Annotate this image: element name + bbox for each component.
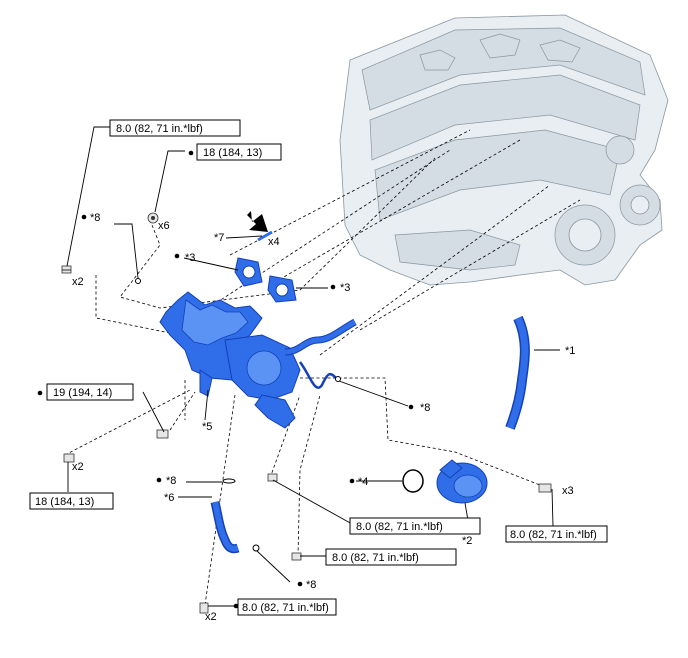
o-ring-4 <box>402 469 424 493</box>
quantity-x2-bottom: x2 <box>205 611 217 623</box>
water-pipe-1 <box>505 315 530 430</box>
engine-block <box>339 14 669 286</box>
bolt-icon-center-a <box>267 473 278 482</box>
quantity-x2-top: x2 <box>72 276 84 288</box>
gasket-7 <box>257 230 273 242</box>
callout-8-mid: *8 <box>420 402 430 414</box>
assembly-guide-lines <box>64 129 581 606</box>
pipe-6 <box>210 500 240 554</box>
callout-7: *7 <box>214 232 224 244</box>
leader-lines <box>66 126 560 607</box>
bolt-icon-bottom <box>199 602 209 614</box>
torque-label-top-mid: 18 (184, 13) <box>203 147 262 159</box>
callout-1: *1 <box>565 345 575 357</box>
bolt-icon-18-left <box>63 453 75 463</box>
quantity-x3: x3 <box>562 485 574 497</box>
o-ring-8-bottom <box>252 544 260 552</box>
bolt-icon-x3 <box>538 483 552 493</box>
quantity-x6: x6 <box>158 220 170 232</box>
quantity-x2-left: x2 <box>72 461 84 473</box>
torque-label-bottom: 8.0 (82, 71 in.*lbf) <box>242 602 329 614</box>
bolt-icon-center-b <box>291 552 302 561</box>
callout-8-low: *8 <box>166 475 176 487</box>
bolt-icon-19 <box>156 429 169 439</box>
callout-8-bottom: *8 <box>306 579 316 591</box>
bolt-icon-top-left <box>61 265 72 274</box>
arrow-icon <box>247 211 268 232</box>
o-ring-8-low <box>222 478 236 484</box>
callout-3a: *3 <box>185 252 195 264</box>
callout-8-top: *8 <box>90 212 100 224</box>
torque-label-19: 19 (194, 14) <box>53 387 112 399</box>
water-pump-2 <box>436 459 488 504</box>
turbocharger <box>199 334 301 429</box>
quantity-x4: x4 <box>268 236 280 248</box>
callout-2: *2 <box>462 535 472 547</box>
torque-label-right: 8.0 (82, 71 in.*lbf) <box>510 529 597 541</box>
o-ring-8-mid <box>335 376 341 382</box>
torque-label-center-a: 8.0 (82, 71 in.*lbf) <box>356 521 443 533</box>
gaskets-3 <box>234 257 297 303</box>
nut-icon-x6 <box>147 212 159 224</box>
callout-6: *6 <box>164 492 174 504</box>
torque-label-18: 18 (184, 13) <box>35 496 94 508</box>
torque-label-center-b: 8.0 (82, 71 in.*lbf) <box>332 552 419 564</box>
oil-hose <box>284 318 357 389</box>
callout-3b: *3 <box>340 282 350 294</box>
torque-label-top-left: 8.0 (82, 71 in.*lbf) <box>116 123 203 135</box>
callout-4: *4 <box>358 476 368 488</box>
callout-5: *5 <box>202 421 212 433</box>
o-ring-8-top <box>135 278 141 284</box>
